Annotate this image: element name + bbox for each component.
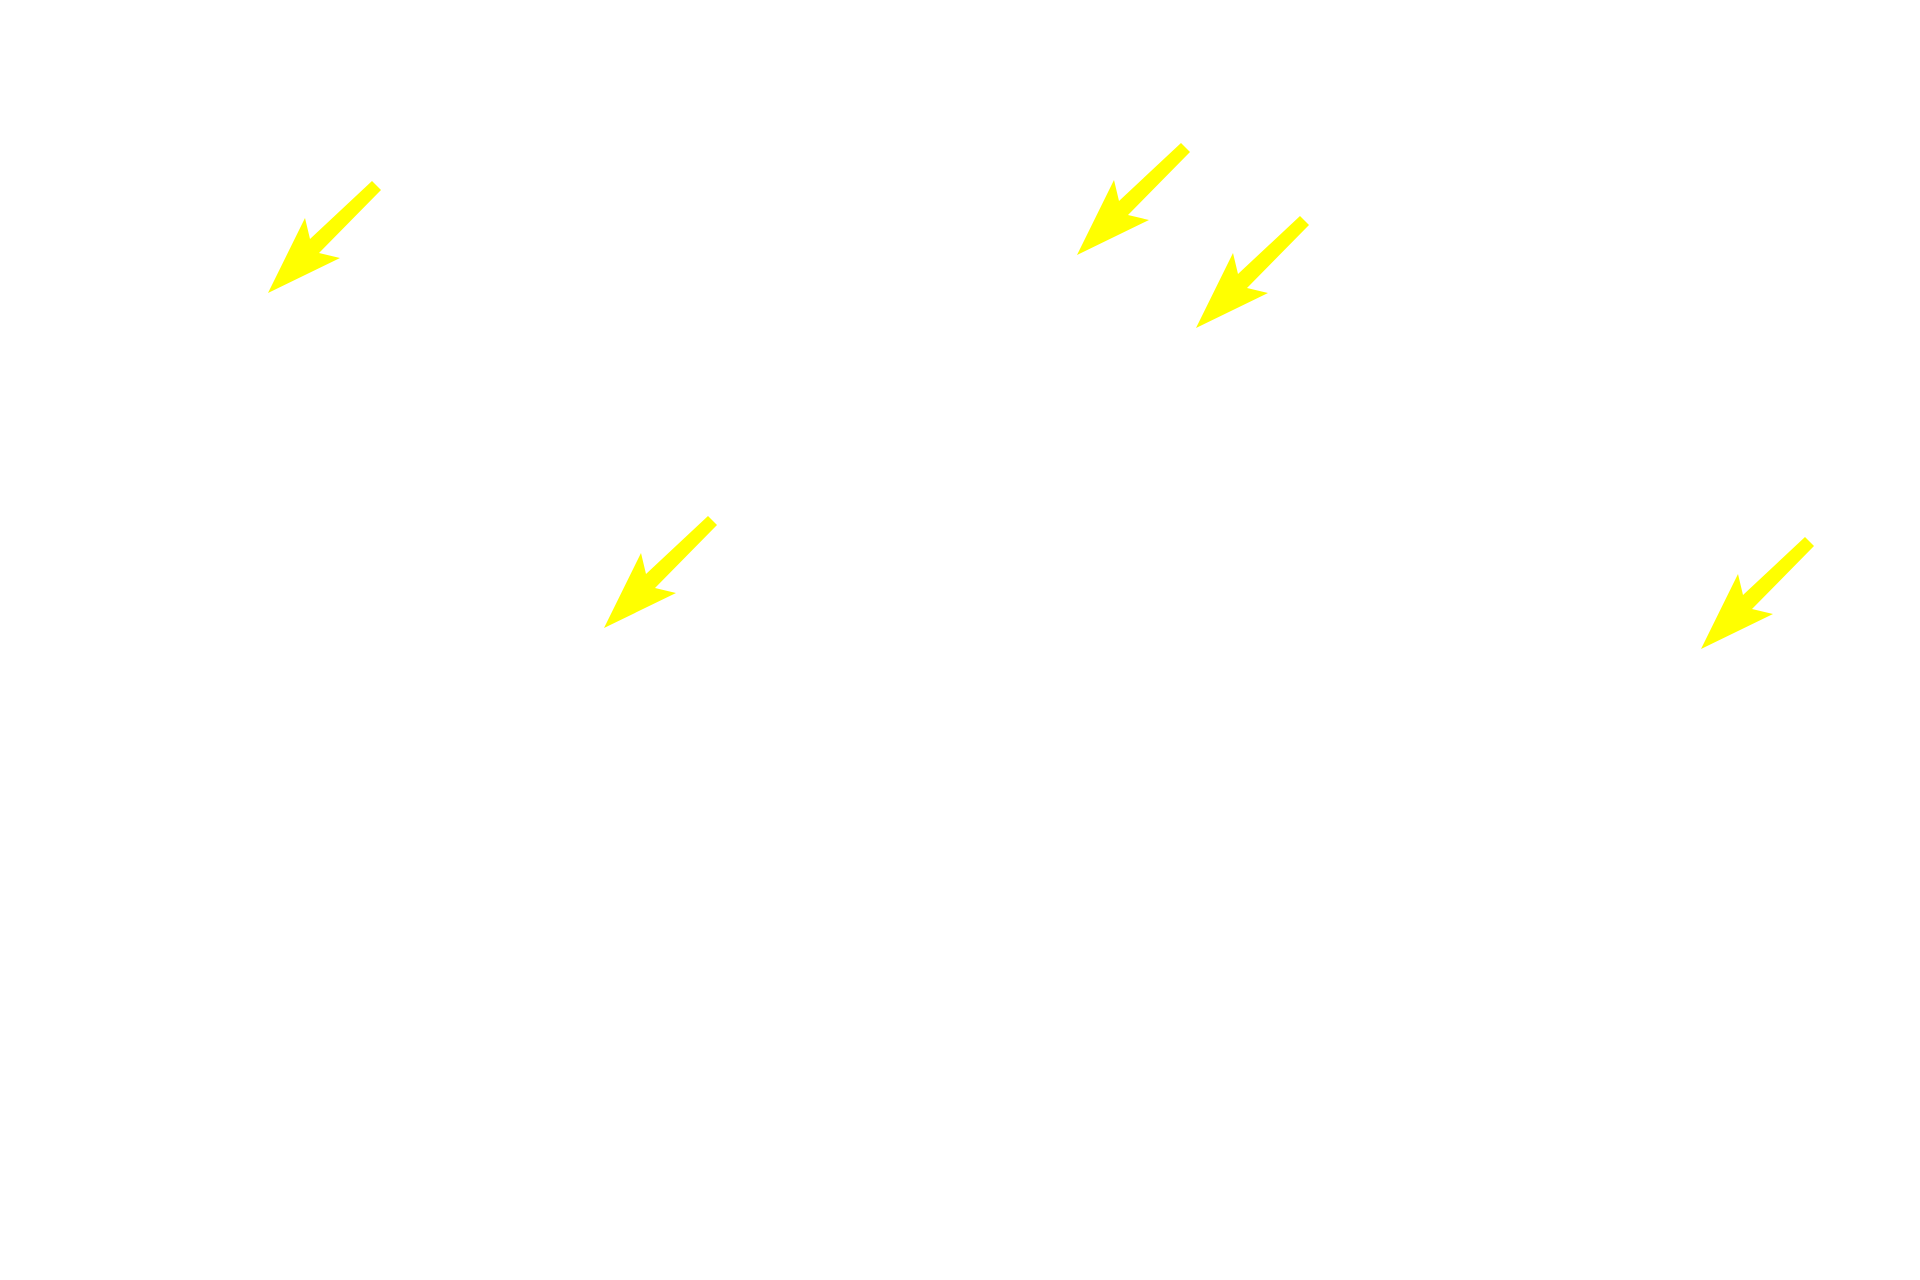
arrow-down-left-icon	[1077, 143, 1190, 255]
arrow-down-left-icon	[268, 181, 381, 293]
arrow-down-left-icon	[1196, 216, 1309, 328]
arrow-down-left-icon	[1701, 537, 1814, 649]
arrow-down-left-icon	[604, 516, 717, 628]
